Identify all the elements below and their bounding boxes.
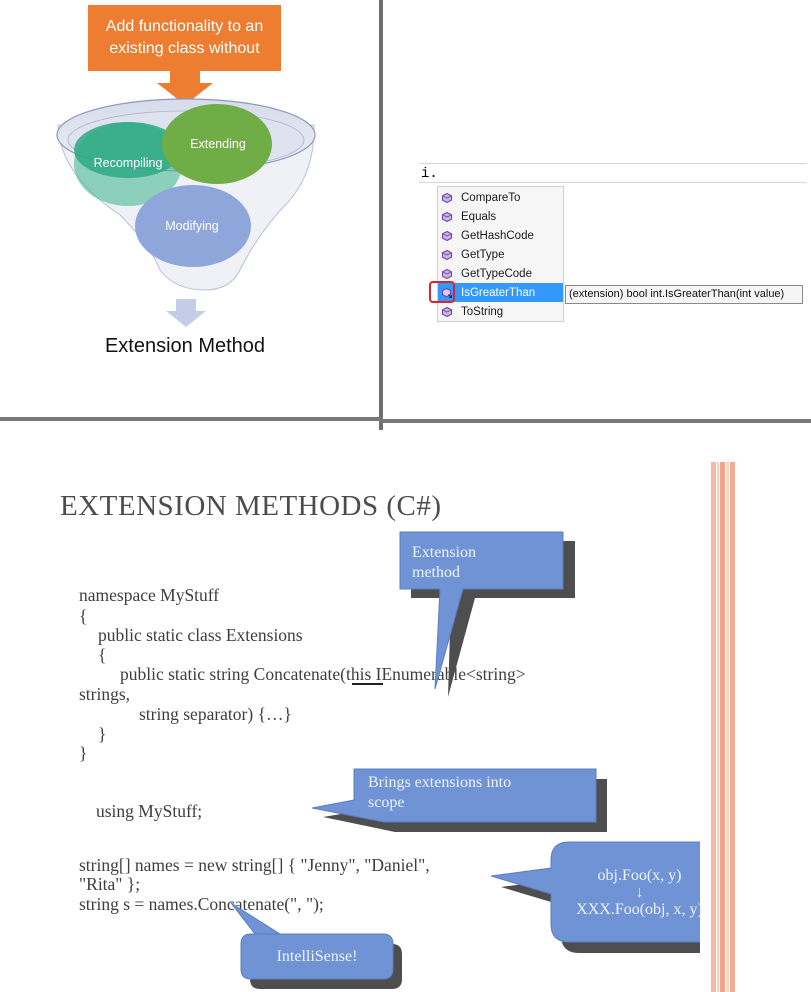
- decorative-stripes: [711, 462, 735, 992]
- funnel-graphic: [56, 71, 316, 327]
- code-line: public static string Concatenate(this IE…: [120, 664, 526, 684]
- callout-extension-method: [399, 531, 575, 697]
- code-line: string[] names = new string[] { "Jenny",…: [79, 855, 430, 875]
- callout-foo-text: obj.Foo(x, y) ↓ XXX.Foo(obj, x, y): [576, 867, 703, 918]
- code-editor-line[interactable]: i.: [419, 163, 807, 183]
- down-arrow-bottom: [166, 299, 206, 327]
- code-line: using MyStuff;: [96, 801, 203, 821]
- code-line: }: [79, 743, 88, 763]
- slide-title: EXTENSION METHODS (C#): [60, 490, 442, 522]
- callout-intellisense: [230, 902, 402, 989]
- completion-item[interactable]: ToString: [438, 302, 563, 321]
- completion-label: GetTypeCode: [461, 267, 532, 280]
- code-line: }: [98, 724, 107, 744]
- signature-tooltip: (extension) bool int.IsGreaterThan(int v…: [565, 285, 803, 304]
- code-line: {: [98, 645, 107, 665]
- method-icon: [442, 211, 452, 222]
- callout-extension-method-text: Extension method: [412, 544, 476, 581]
- method-icon: [442, 268, 452, 279]
- completion-label: GetType: [461, 248, 505, 261]
- extension-method-icon: [442, 287, 452, 298]
- completion-item[interactable]: Equals: [438, 207, 563, 226]
- completion-label: Equals: [461, 210, 497, 223]
- method-icon: [442, 306, 452, 317]
- callout-brings-text: Brings extensions into scope: [368, 774, 512, 811]
- completion-item[interactable]: CompareTo: [438, 188, 563, 207]
- down-arrow-top: [157, 71, 213, 105]
- extending-circle: [162, 104, 272, 184]
- code-line: namespace MyStuff: [79, 585, 220, 605]
- horizontal-divider-left: [0, 417, 381, 421]
- extending-label: Extending: [190, 137, 246, 151]
- callout-foo: [490, 841, 700, 953]
- code-line: strings,: [79, 684, 131, 704]
- code-line: string s = names.Concatenate(", ");: [79, 894, 324, 914]
- completion-item[interactable]: GetType: [438, 245, 563, 264]
- header-box: Add functionality to an existing class w…: [88, 5, 281, 71]
- completion-item[interactable]: GetTypeCode: [438, 264, 563, 283]
- completion-label: CompareTo: [461, 191, 521, 204]
- code-line: {: [79, 606, 88, 626]
- callout-brings: [311, 768, 607, 832]
- vertical-divider: [379, 0, 383, 430]
- callout-graphics: [230, 531, 700, 989]
- completion-label: IsGreaterThan: [461, 286, 536, 299]
- completion-item-selected[interactable]: IsGreaterThan: [438, 283, 563, 302]
- method-icon: [442, 230, 452, 241]
- recompiling-label: Recompiling: [93, 156, 163, 170]
- completion-item[interactable]: GetHashCode: [438, 226, 563, 245]
- highlight-box: [429, 281, 455, 303]
- callout-intellisense-text: IntelliSense!: [276, 948, 358, 965]
- code-line: "Rita" };: [79, 874, 141, 894]
- completion-label: GetHashCode: [461, 229, 534, 242]
- method-icon: [442, 249, 452, 260]
- completion-list[interactable]: CompareTo Equals GetHashCode GetType Get…: [437, 186, 564, 322]
- modifying-label: Modifying: [165, 219, 219, 233]
- code-line: public static class Extensions: [98, 625, 303, 645]
- code-line: string separator) {…}: [139, 704, 292, 724]
- completion-label: ToString: [461, 305, 504, 318]
- horizontal-divider-right: [381, 419, 811, 423]
- method-icon: [442, 192, 452, 203]
- caption: Extension Method: [104, 335, 266, 357]
- header-text: Add functionality to an existing class w…: [105, 18, 264, 57]
- modifying-circle: [135, 185, 251, 267]
